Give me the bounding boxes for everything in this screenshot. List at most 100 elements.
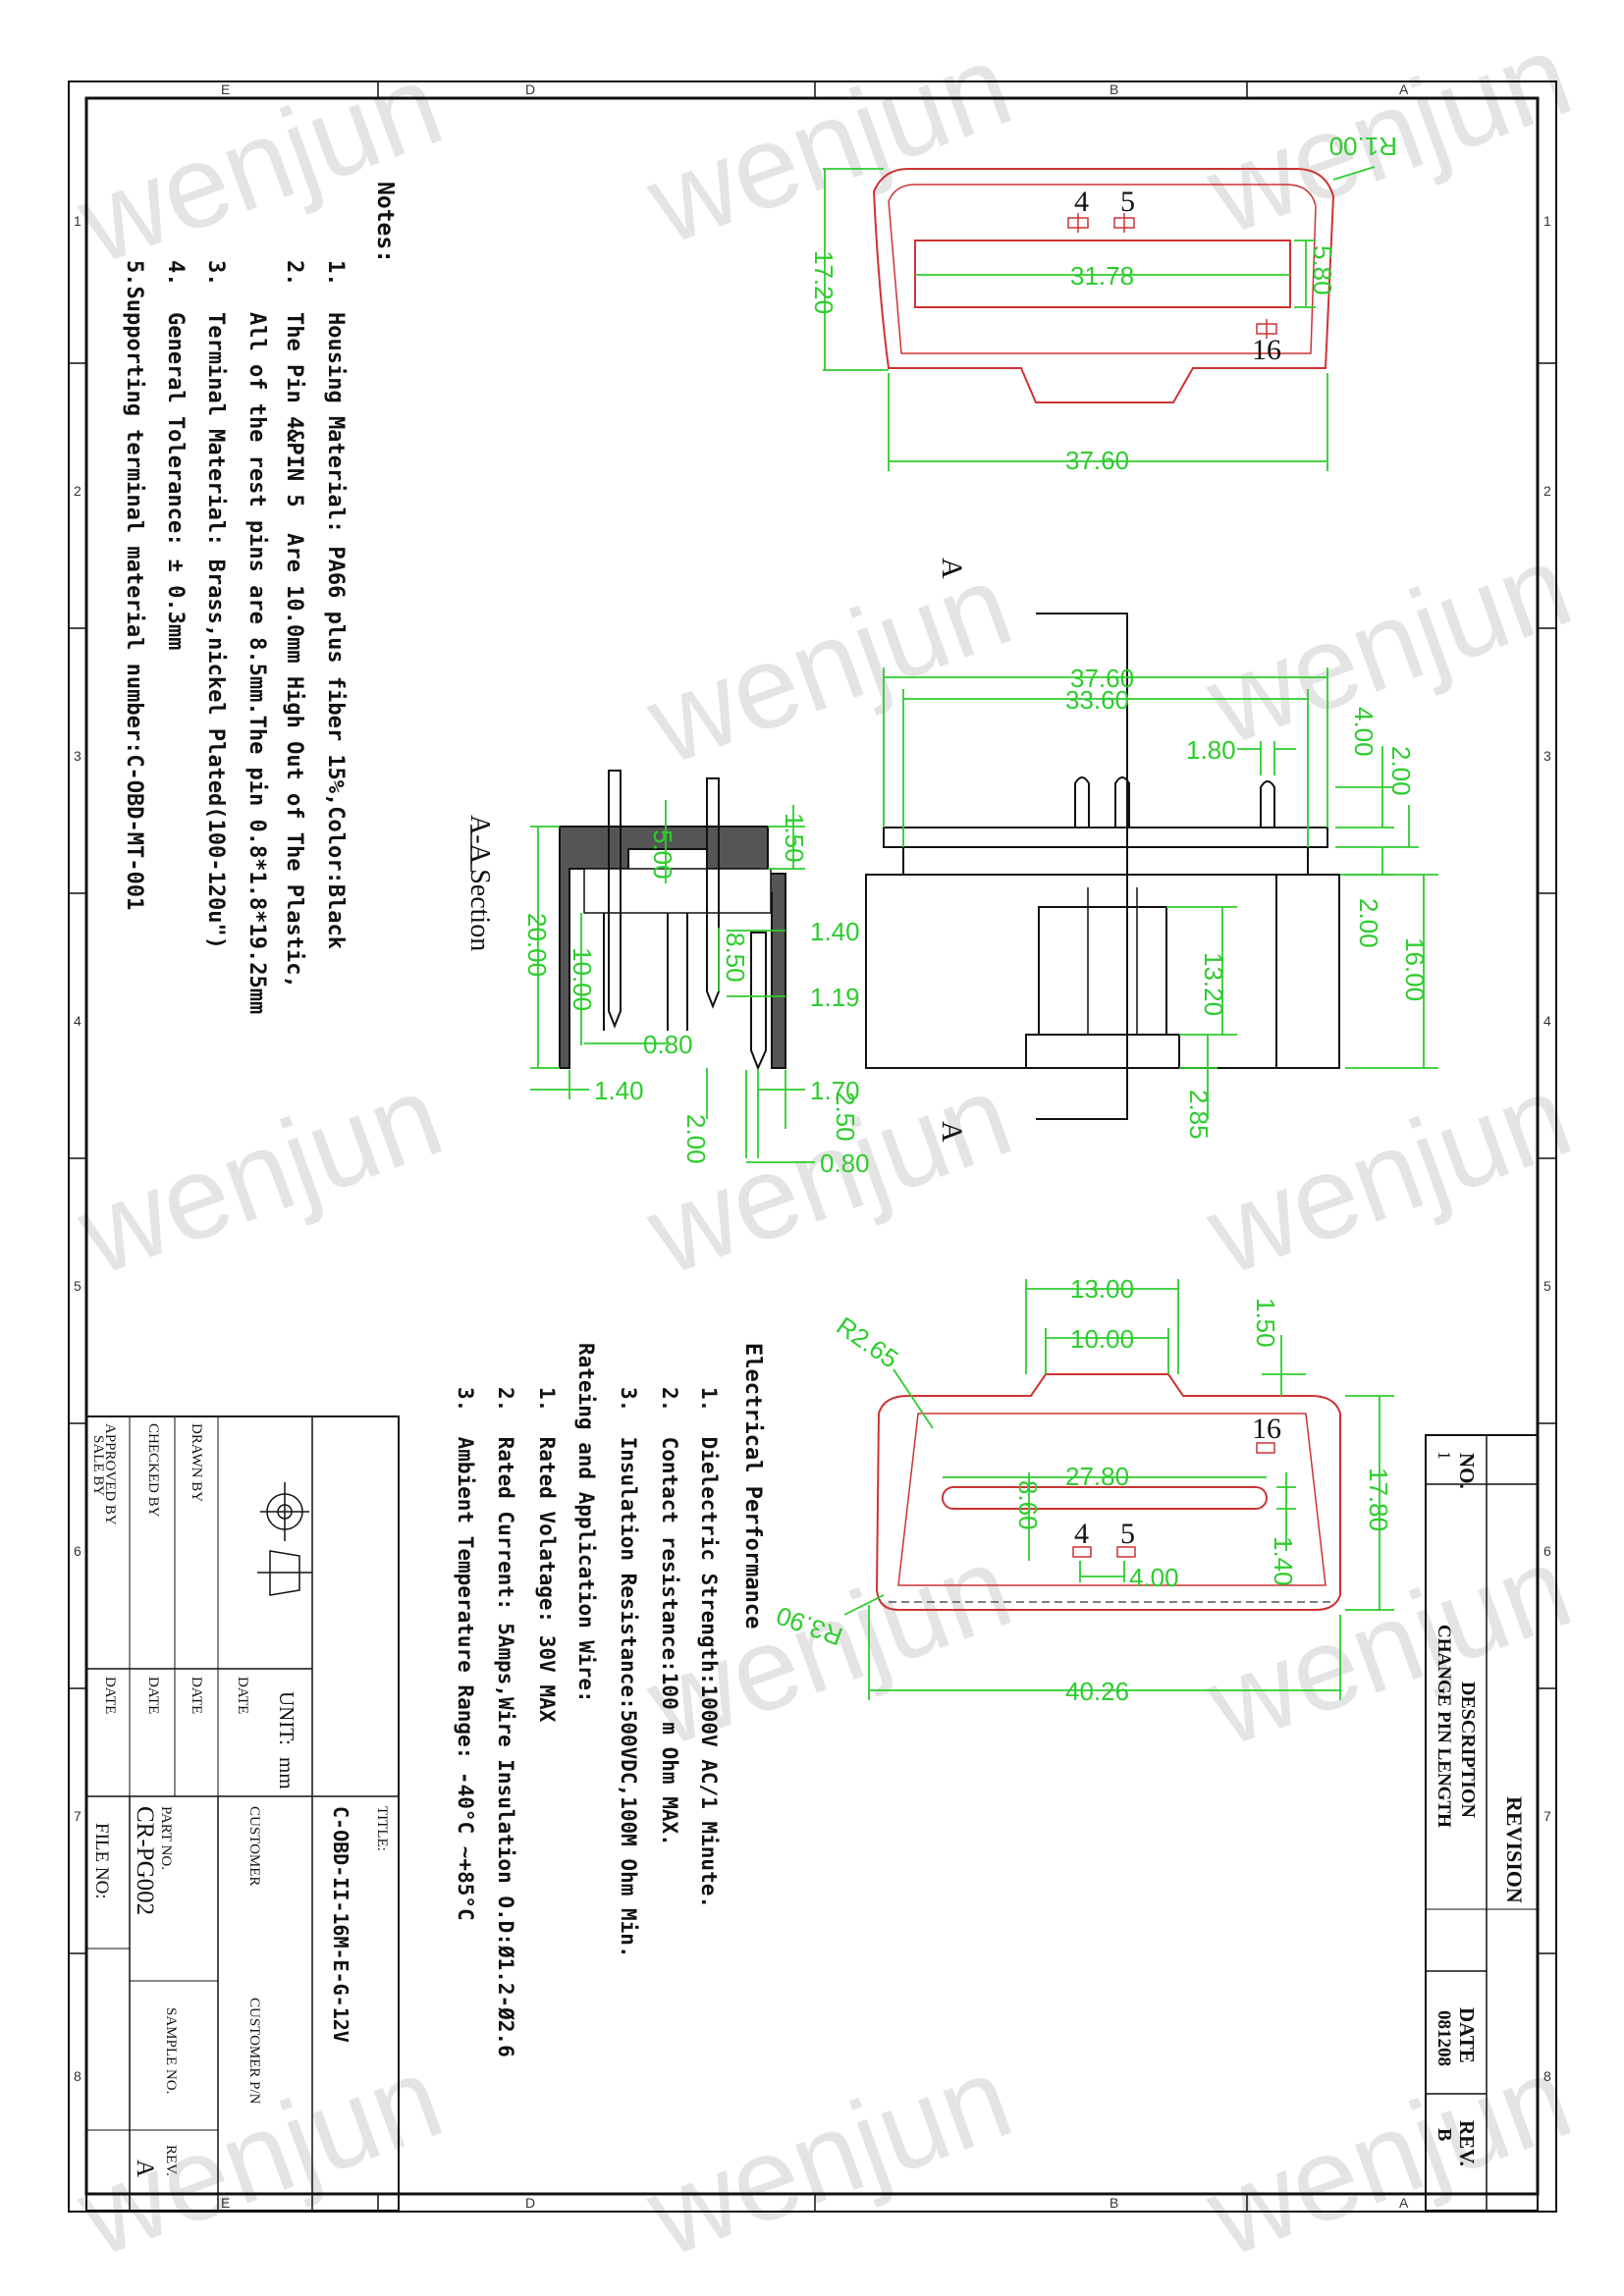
dimension-label: 1.50 [780, 813, 809, 863]
bottom-pin-label: 4 [1074, 1518, 1089, 1550]
grid-number: 7 [74, 1808, 81, 1824]
part-no-value: CR-PG002 [132, 1806, 158, 1915]
sale-by-label: SALE BY [90, 1435, 106, 1496]
side-step [902, 846, 1309, 876]
revision-col-rev: REV. [1455, 2120, 1479, 2166]
side-boss [1038, 906, 1167, 1036]
section-pin [750, 932, 767, 1071]
dimension-label: 1.40 [1269, 1536, 1298, 1586]
grid-number: 2 [1543, 483, 1551, 499]
grid-number: 2 [74, 483, 81, 499]
grid-ticks [69, 81, 1556, 2212]
grid-number: 7 [1543, 1808, 1551, 1824]
watermark: wenjun [630, 2030, 1027, 2281]
revision-col-no: NO. [1455, 1453, 1479, 1489]
revision-row-description: CHANGE PIN LENGTH [1434, 1625, 1454, 1828]
grid-number: 8 [1543, 2068, 1551, 2084]
bottom-dimension-lines [843, 1279, 1394, 1700]
bottom-pin-label: 16 [1252, 1413, 1281, 1445]
grid-labels: 1 1 2 2 3 3 4 4 5 5 6 6 7 7 8 8 E E D D … [74, 81, 1551, 2211]
projection-symbol-icon [257, 1482, 312, 1596]
watermark: wenjun [1190, 518, 1587, 770]
grid-letter: A [1399, 2195, 1409, 2211]
pin-marker-icon [1072, 1442, 1275, 1558]
revision-row-rev: B [1434, 2128, 1455, 2141]
rating-line: 3. Ambient Temperature Range: -40°C ~+85… [454, 1387, 477, 1921]
side-pin [1114, 776, 1130, 828]
grid-number: 4 [74, 1013, 81, 1029]
section-view: A-A Section 1.50 5.00 1.40 8.50 1.19 20.… [464, 770, 870, 1178]
notes-heading: Notes: [372, 182, 398, 263]
grid-number: 4 [1543, 1013, 1551, 1029]
top-pin-label: 4 [1074, 186, 1089, 218]
electrical-line: 3. Insulation Resistance:500VDC,100M Ohm… [617, 1387, 640, 1958]
dimension-label: 8.50 [721, 933, 750, 983]
grid-number: 6 [1543, 1543, 1551, 1559]
title-label: TITLE: [374, 1806, 390, 1851]
bottom-pin-label: 5 [1120, 1518, 1135, 1550]
unit-label: UNIT: [275, 1691, 298, 1745]
top-view: 4 5 16 17.20 R1.00 31.78 5.80 37.60 [809, 132, 1397, 475]
unit-value: mm [275, 1757, 298, 1789]
dimension-label: 37.60 [1065, 446, 1129, 475]
grid-letter: D [525, 81, 535, 97]
cut-mark-label: A [936, 1121, 968, 1143]
section-label: A-A Section [464, 815, 495, 951]
grid-letter: A [1399, 81, 1409, 97]
dimension-label: 4.00 [1129, 1563, 1179, 1592]
side-pin [1074, 776, 1090, 828]
electrical-heading: Electrical Performance [740, 1343, 765, 1629]
section-cut-line [1036, 613, 1128, 1120]
dimension-label: 2.00 [1354, 898, 1383, 948]
bottom-pin-slot [942, 1486, 1268, 1510]
electrical-line: 1. Dielectric Strength:1000V AC/1 Minute… [697, 1387, 721, 1908]
watermark: wenjun [630, 18, 1027, 269]
section-pin [608, 770, 622, 1029]
dimension-label: 27.80 [1065, 1462, 1129, 1491]
inner-border [84, 96, 1540, 2196]
dimension-label: 1.50 [1251, 1298, 1280, 1348]
dimension-label: 2.00 [1386, 746, 1416, 796]
grid-number: 5 [1543, 1278, 1551, 1294]
pin-marker-icon [1067, 213, 1277, 339]
grid-letter: E [221, 2195, 230, 2211]
watermark: wenjun [1190, 1520, 1587, 1771]
dimension-label: 17.20 [809, 250, 839, 314]
dimension-label: 5.00 [648, 829, 677, 880]
dimension-label: R1.00 [1329, 132, 1397, 161]
dimension-label: 13.00 [1070, 1274, 1134, 1304]
top-pin-slot [914, 240, 1291, 308]
rev-label: REV. [163, 2145, 179, 2176]
watermark: wenjun [61, 1048, 458, 1300]
grid-number: 5 [74, 1278, 81, 1294]
side-flange [883, 827, 1328, 848]
dimension-label: 5.80 [1308, 245, 1337, 295]
dimension-label: 4.00 [1349, 707, 1379, 757]
bottom-housing-inner [897, 1413, 1326, 1586]
notes-block: Notes: 1. Housing Material: PA66 plus fi… [122, 182, 398, 1014]
bottom-housing-outline [875, 1373, 1341, 1611]
approved-by-label: APPROVED BY [102, 1423, 118, 1525]
grid-number: 3 [1543, 748, 1551, 764]
grid-number: 1 [1543, 213, 1551, 229]
watermark: wenjun [1190, 1048, 1587, 1300]
dimension-label: 1.80 [1186, 735, 1236, 765]
side-dimension-lines [883, 667, 1438, 1119]
dimension-label: 2.00 [681, 1114, 711, 1164]
side-view: A A 37.60 33.60 1.80 4.00 2.00 2.00 16.0… [865, 558, 1438, 1143]
rev-value: A [132, 2160, 158, 2177]
revision-row-date: 081208 [1434, 2010, 1454, 2066]
electrical-line: 2. Contact resistance:100 m Ohm MAX. [658, 1387, 681, 1846]
dimension-label: 13.20 [1199, 952, 1228, 1016]
date-label: DATE [235, 1677, 250, 1714]
dimension-label: 1.19 [810, 983, 860, 1012]
side-body [865, 874, 1340, 1069]
note-line: 3. Terminal Material: Brass,nickel Plate… [203, 260, 228, 949]
note-line: 1. Housing Material: PA66 plus fiber 15%… [323, 260, 348, 949]
note-line: 4. General Tolerance: ± 0.3mm [163, 260, 188, 650]
dimension-label: 16.00 [1400, 937, 1430, 1001]
dimension-label: 2.85 [1184, 1090, 1214, 1140]
watermark: wenjun [1190, 2030, 1587, 2281]
note-line: 5.Supporting terminal material number:C-… [122, 260, 146, 910]
